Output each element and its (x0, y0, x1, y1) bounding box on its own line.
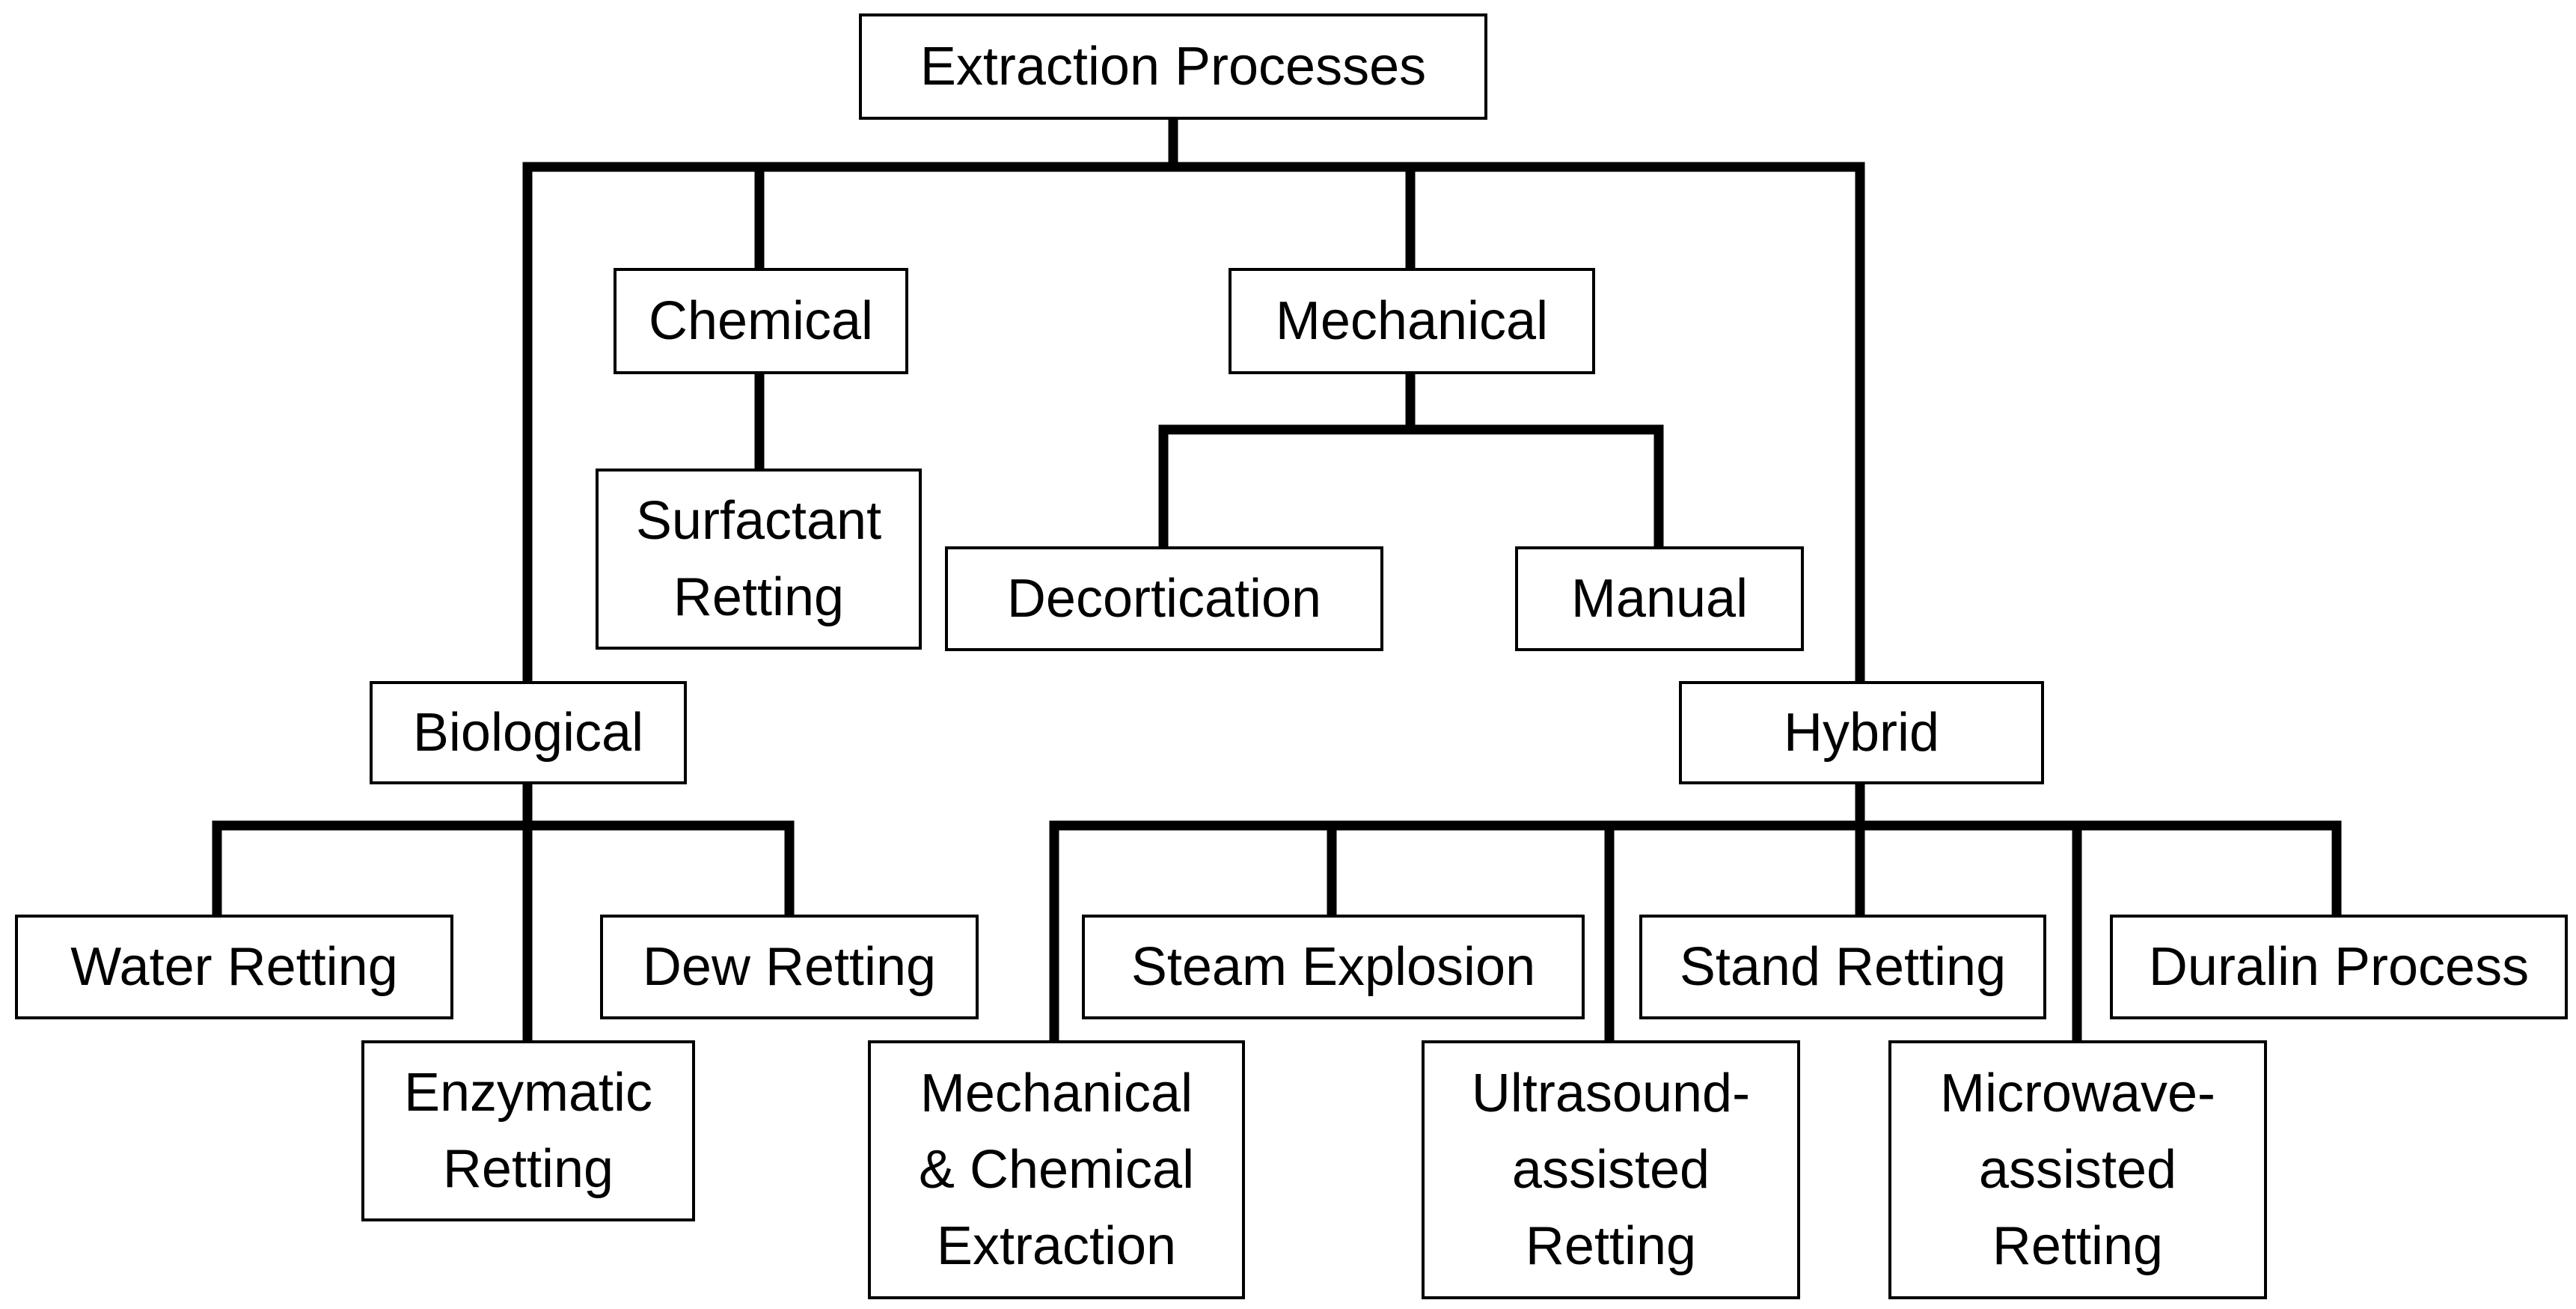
node-chemical: Chemical (614, 268, 908, 374)
node-stand-retting: Stand Retting (1639, 915, 2046, 1019)
edge-mechanical-bus (1158, 369, 1664, 435)
node-decortication: Decortication (945, 546, 1383, 651)
edge-root-bus (522, 115, 1865, 172)
node-dew-retting: Dew Retting (600, 915, 979, 1019)
node-enzymatic-retting: Enzymatic Retting (361, 1040, 695, 1221)
edge-hybrid-bus (1049, 779, 2342, 831)
node-ultrasound-assisted-retting: Ultrasound- assisted Retting (1422, 1040, 1800, 1299)
node-mechanical: Mechanical (1229, 268, 1595, 374)
node-water-retting: Water Retting (15, 915, 453, 1019)
node-surfactant-retting: Surfactant Retting (596, 469, 922, 650)
edge-biological-bus (212, 779, 795, 831)
node-mechanical-chemical-extraction: Mechanical & Chemical Extraction (868, 1040, 1245, 1299)
node-steam-explosion: Steam Explosion (1082, 915, 1585, 1019)
node-microwave-assisted-retting: Microwave- assisted Retting (1888, 1040, 2267, 1299)
node-biological: Biological (370, 681, 687, 784)
node-extraction-processes: Extraction Processes (859, 13, 1487, 120)
node-hybrid: Hybrid (1679, 681, 2044, 784)
node-manual: Manual (1515, 546, 1804, 651)
node-duralin-process: Duralin Process (2110, 915, 2568, 1019)
